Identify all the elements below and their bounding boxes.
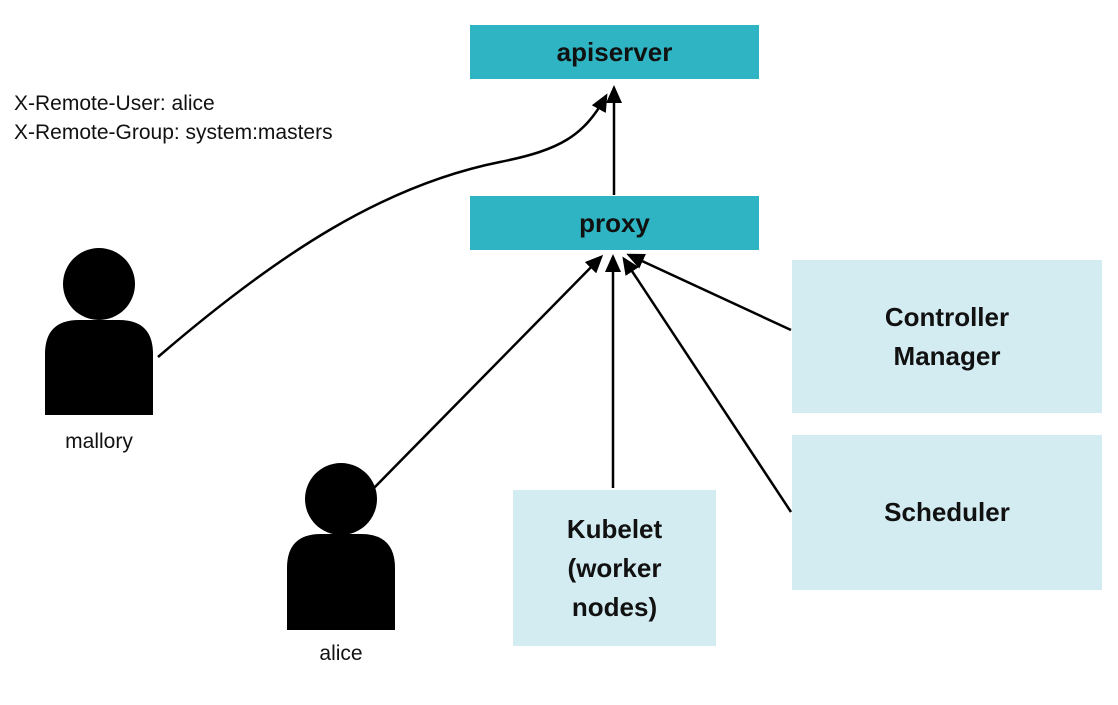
- mallory-label: mallory: [65, 430, 133, 453]
- node-kubelet: Kubelet (worker nodes): [513, 490, 716, 646]
- remote-headers-annotation: X-Remote-User: alice X-Remote-Group: sys…: [14, 89, 333, 147]
- node-controller-manager: Controller Manager: [792, 260, 1102, 413]
- node-apiserver: apiserver: [470, 25, 759, 79]
- annotation-line-remote-group: X-Remote-Group: system:masters: [14, 121, 333, 144]
- arrow-scheduler-to-proxy: [622, 256, 793, 513]
- node-proxy: proxy: [470, 196, 759, 250]
- arrow-alice-to-proxy: [371, 254, 604, 491]
- alice-person-icon: [287, 463, 395, 630]
- mallory-person-icon: [45, 248, 153, 415]
- arrow-controller-manager-to-proxy: [626, 253, 792, 332]
- annotation-line-remote-user: X-Remote-User: alice: [14, 92, 215, 115]
- alice-label: alice: [319, 642, 363, 665]
- node-scheduler: Scheduler: [792, 435, 1102, 590]
- arrow-mallory-to-apiserver: [157, 93, 608, 358]
